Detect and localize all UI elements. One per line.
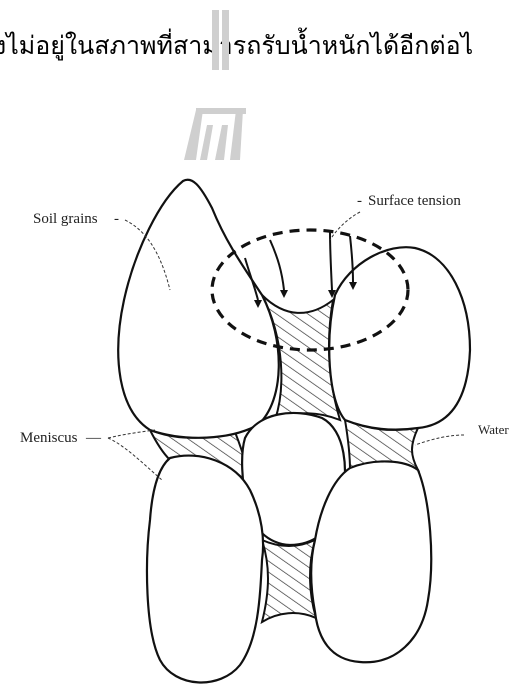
meniscus-dash: — bbox=[85, 430, 102, 446]
surface-tension-dash: - bbox=[357, 193, 362, 209]
label-soil-grains: Soil grains bbox=[33, 211, 98, 227]
label-meniscus: Meniscus bbox=[20, 430, 78, 446]
label-surface-tension: Surface tension bbox=[368, 193, 461, 209]
meniscus-leader-upper bbox=[108, 430, 155, 438]
grain-lower-right bbox=[311, 461, 431, 662]
grain-upper-left bbox=[118, 180, 279, 438]
watermark-emblem bbox=[184, 10, 246, 160]
grain-lower-left bbox=[147, 456, 263, 683]
water-leader bbox=[415, 435, 464, 445]
grain-upper-right bbox=[329, 247, 470, 429]
soil-grains-dash: - bbox=[114, 211, 119, 227]
label-water: Water bbox=[478, 422, 509, 437]
water-bridge-lower bbox=[262, 540, 316, 622]
meniscus-leader-lower bbox=[108, 438, 162, 480]
surface-tension-leader bbox=[330, 212, 360, 240]
